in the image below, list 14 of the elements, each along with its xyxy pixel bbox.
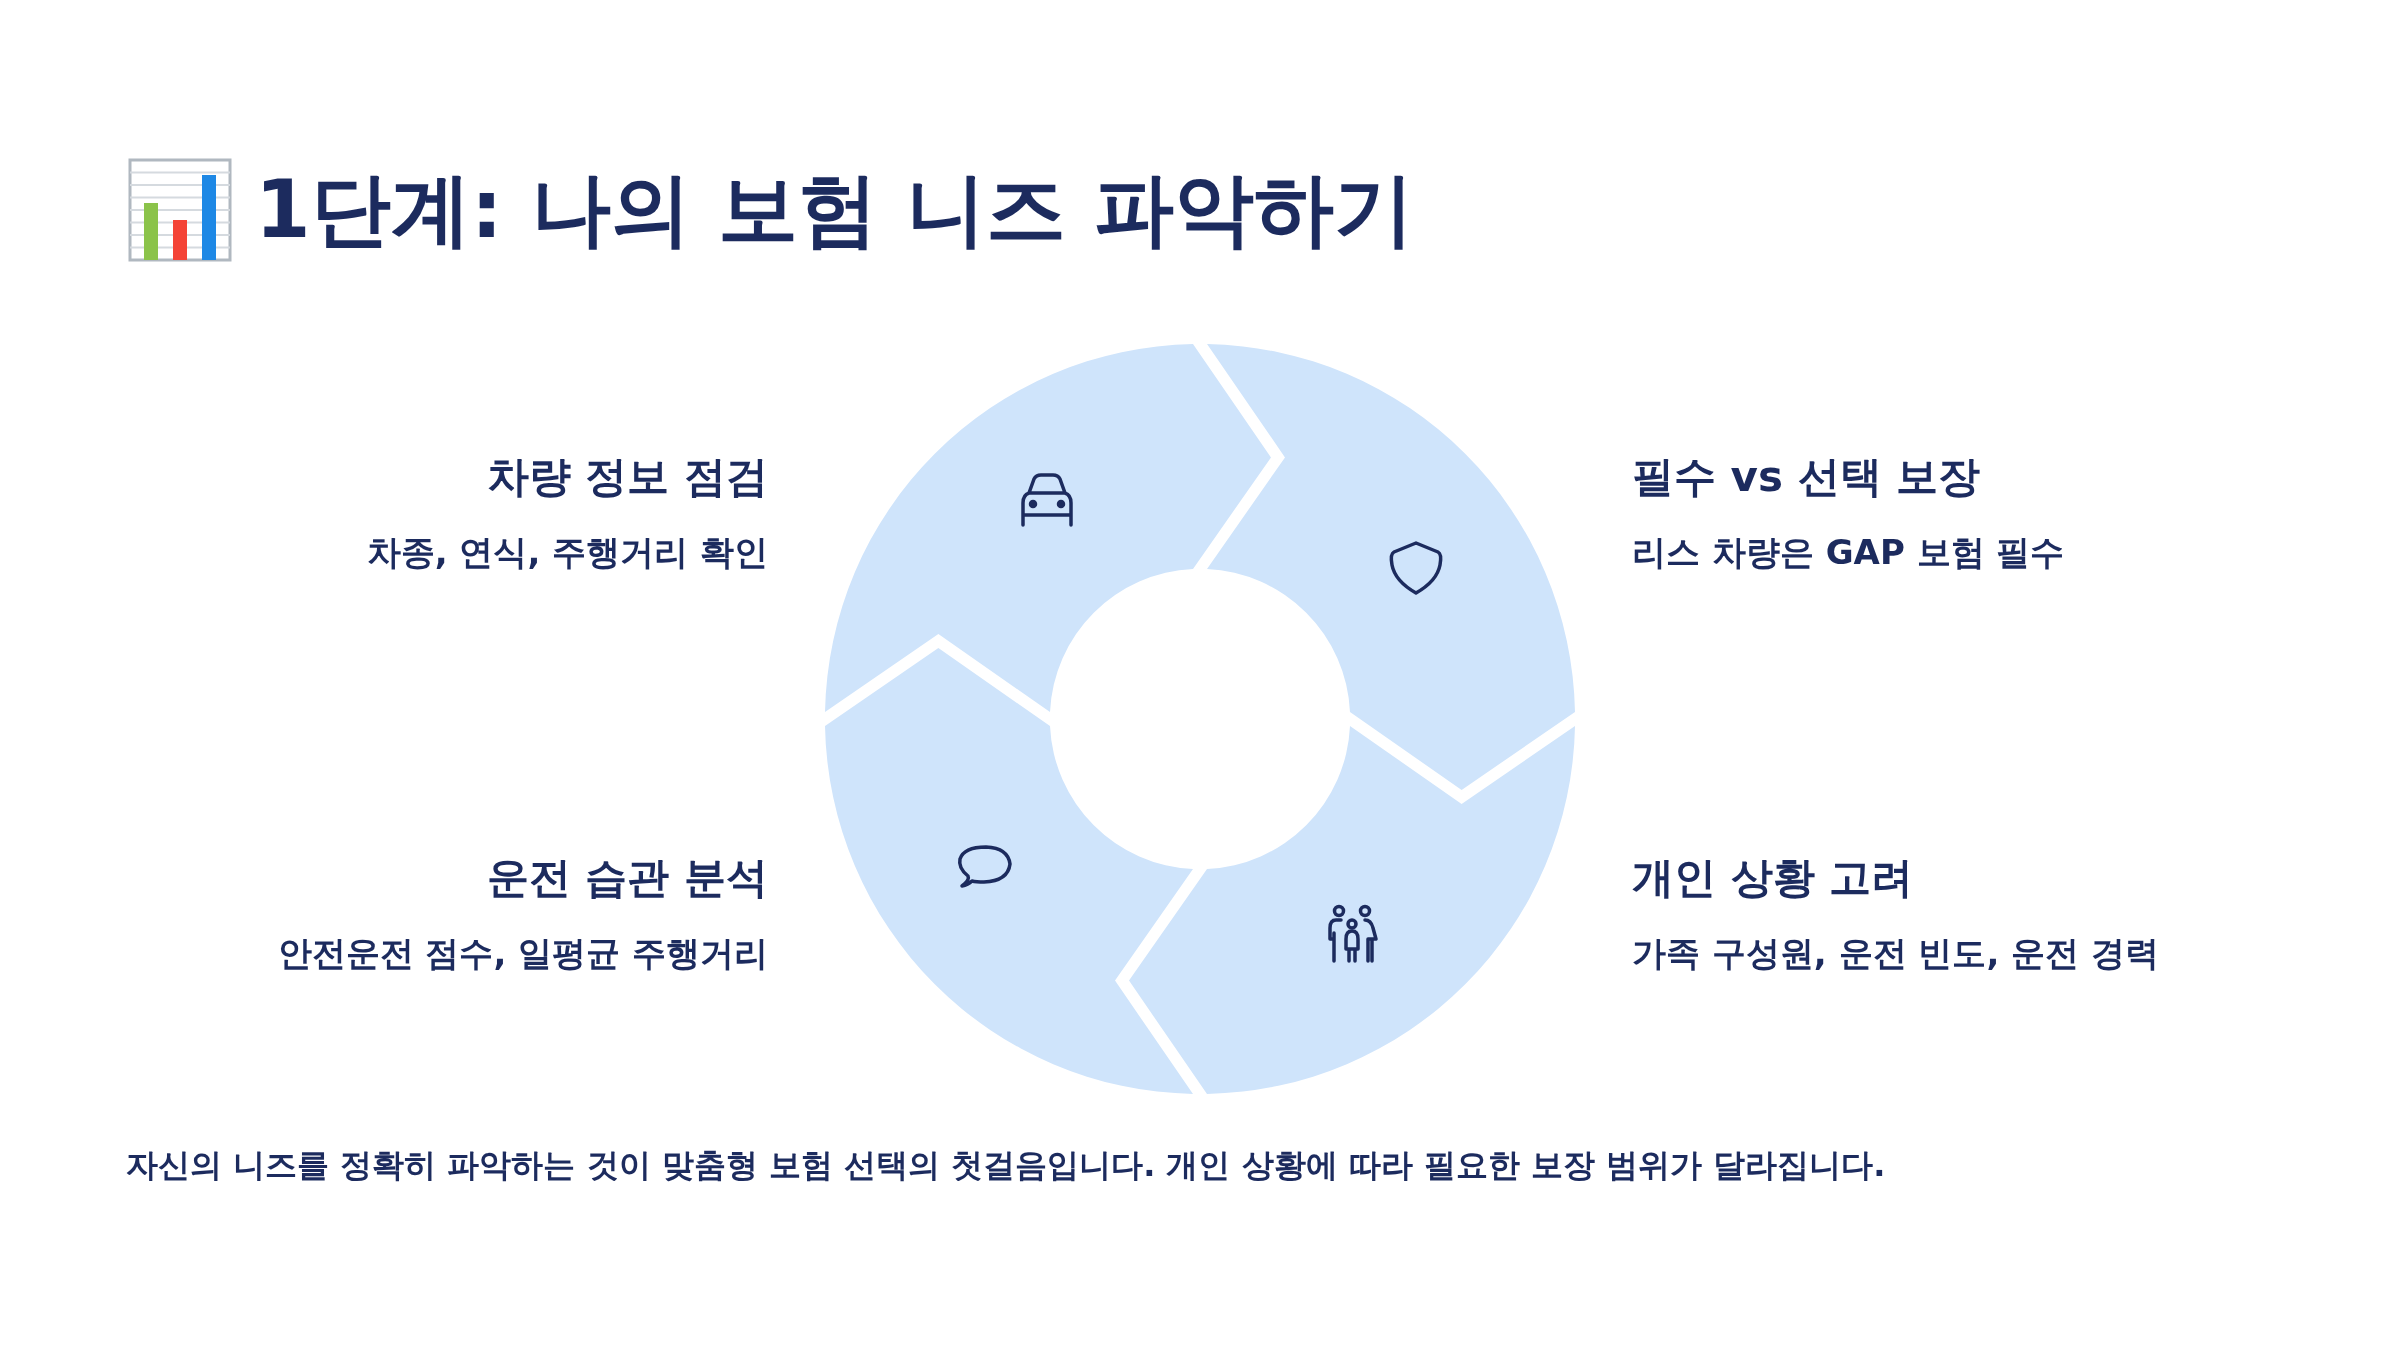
cycle-segment (1207, 344, 1575, 790)
step-description: 가족 구성원, 운전 빈도, 운전 경력 (1632, 932, 2160, 975)
step-heading: 개인 상황 고려 (1632, 852, 1914, 904)
cycle-segment (825, 648, 1193, 1094)
step-heading: 운전 습관 분석 (486, 852, 768, 904)
step-description: 안전운전 점수, 일평균 주행거리 (277, 932, 768, 975)
step-heading: 차량 정보 점검 (486, 451, 768, 503)
step-description: 차종, 연식, 주행거리 확인 (366, 531, 768, 574)
step-description: 리스 차량은 GAP 보험 필수 (1632, 531, 2065, 574)
step-heading: 필수 vs 선택 보장 (1632, 451, 1981, 503)
cycle-segment (1129, 726, 1575, 1094)
cycle-segment (825, 344, 1271, 712)
page-title: 1단계: 나의 보험 니즈 파악하기 (255, 162, 1415, 258)
caption: 자신의 니즈를 정확히 파악하는 것이 맞춤형 보험 선택의 첫걸음입니다. 개인 상황에 따라 필요한 보장 범위가 달라집니다. (126, 1145, 1886, 1186)
